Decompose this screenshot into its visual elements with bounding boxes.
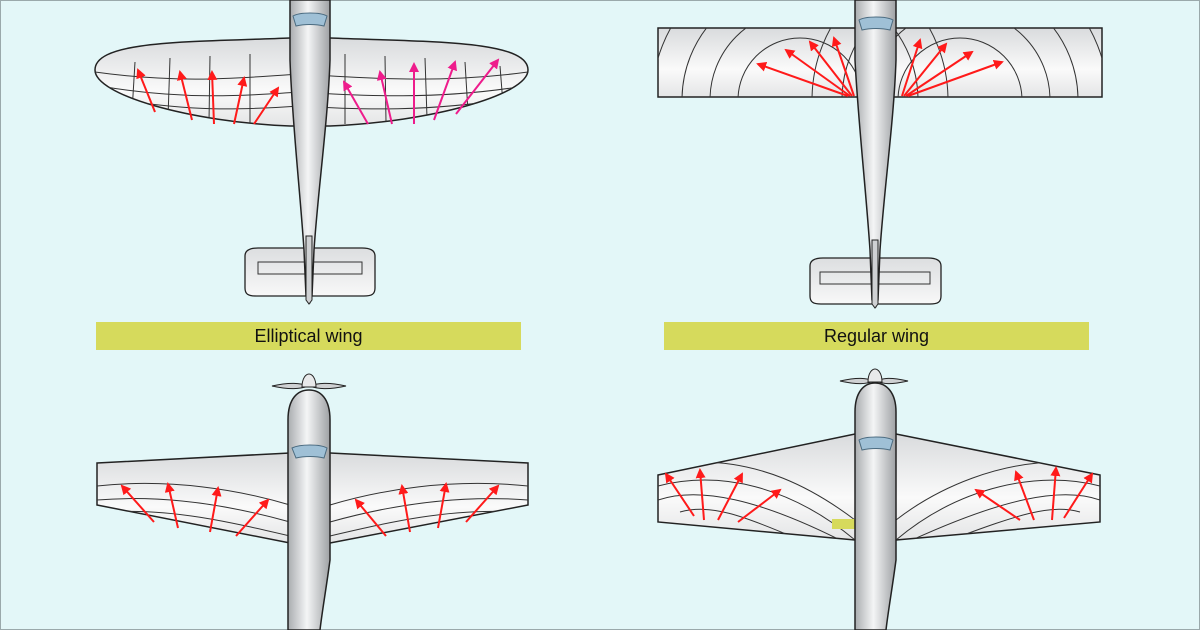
lift-arrow bbox=[784, 48, 851, 97]
lift-arrow bbox=[437, 482, 450, 529]
lift-arrow bbox=[136, 68, 156, 113]
lift-arrow bbox=[209, 486, 222, 533]
tapered-wing-plane bbox=[96, 373, 529, 630]
lift-arrow bbox=[901, 38, 923, 97]
caption-regular-wing: Regular wing bbox=[664, 322, 1089, 350]
lift-arrow bbox=[1050, 466, 1061, 521]
lift-arrow bbox=[354, 498, 387, 537]
fuselage bbox=[854, 382, 897, 630]
lift-arrow bbox=[120, 484, 155, 523]
canopy-icon bbox=[858, 436, 894, 451]
fuselage-highlight-strip bbox=[832, 519, 862, 529]
canopy-icon bbox=[858, 16, 894, 31]
lift-arrow bbox=[717, 472, 743, 521]
propeller-icon bbox=[839, 368, 909, 385]
fuselage bbox=[287, 389, 331, 630]
lift-arrow bbox=[233, 76, 248, 125]
lift-arrow bbox=[831, 36, 855, 97]
lift-arrow bbox=[433, 60, 457, 121]
propeller-icon bbox=[271, 373, 347, 390]
swept-right-lift-arrows bbox=[974, 466, 1094, 521]
lift-arrow bbox=[695, 468, 706, 521]
tapered-right-lift-arrows bbox=[354, 482, 500, 537]
lift-arrow bbox=[343, 80, 369, 125]
swept-wing-plane bbox=[657, 368, 1101, 630]
regular-wing-isobars bbox=[658, 28, 1102, 97]
lift-arrow bbox=[756, 61, 849, 97]
lift-arrow bbox=[376, 70, 393, 125]
elliptical-right-lift-arrows bbox=[343, 58, 500, 125]
regular-left-lift-arrows bbox=[756, 36, 855, 97]
tapered-wing-isobars bbox=[97, 482, 528, 537]
regular-wing-plane bbox=[657, 0, 1103, 309]
lift-arrow bbox=[207, 70, 218, 125]
caption-regular-label: Regular wing bbox=[823, 325, 930, 346]
lift-arrow bbox=[465, 484, 500, 523]
caption-elliptical-wing: Elliptical wing bbox=[96, 322, 521, 350]
canopy-icon bbox=[291, 444, 328, 459]
regular-right-lift-arrows bbox=[901, 38, 1004, 97]
swept-left-lift-arrows bbox=[664, 468, 782, 523]
lift-arrow bbox=[164, 482, 179, 529]
lift-arrow bbox=[808, 40, 853, 97]
tail-fin bbox=[305, 235, 313, 305]
elliptical-left-lift-arrows bbox=[136, 68, 280, 125]
lift-arrow bbox=[905, 50, 974, 97]
elliptical-wing-plane bbox=[94, 0, 529, 305]
lift-arrow bbox=[907, 60, 1004, 97]
tail-fin bbox=[871, 239, 879, 309]
lift-arrow bbox=[455, 58, 500, 115]
caption-elliptical-label: Elliptical wing bbox=[254, 325, 363, 346]
lift-arrow bbox=[664, 472, 695, 517]
lift-arrow bbox=[1014, 470, 1035, 521]
lift-arrow bbox=[177, 70, 193, 121]
lift-arrow bbox=[253, 86, 280, 125]
canopy-icon bbox=[292, 12, 328, 27]
tapered-left-lift-arrows bbox=[120, 482, 270, 537]
lift-arrow bbox=[398, 484, 411, 533]
swept-wing-isobars bbox=[658, 461, 1100, 540]
lift-arrow bbox=[1063, 472, 1094, 519]
lift-arrow bbox=[903, 42, 948, 97]
lift-arrow bbox=[737, 488, 782, 523]
lift-arrow bbox=[974, 488, 1021, 521]
lift-arrow bbox=[235, 498, 270, 537]
